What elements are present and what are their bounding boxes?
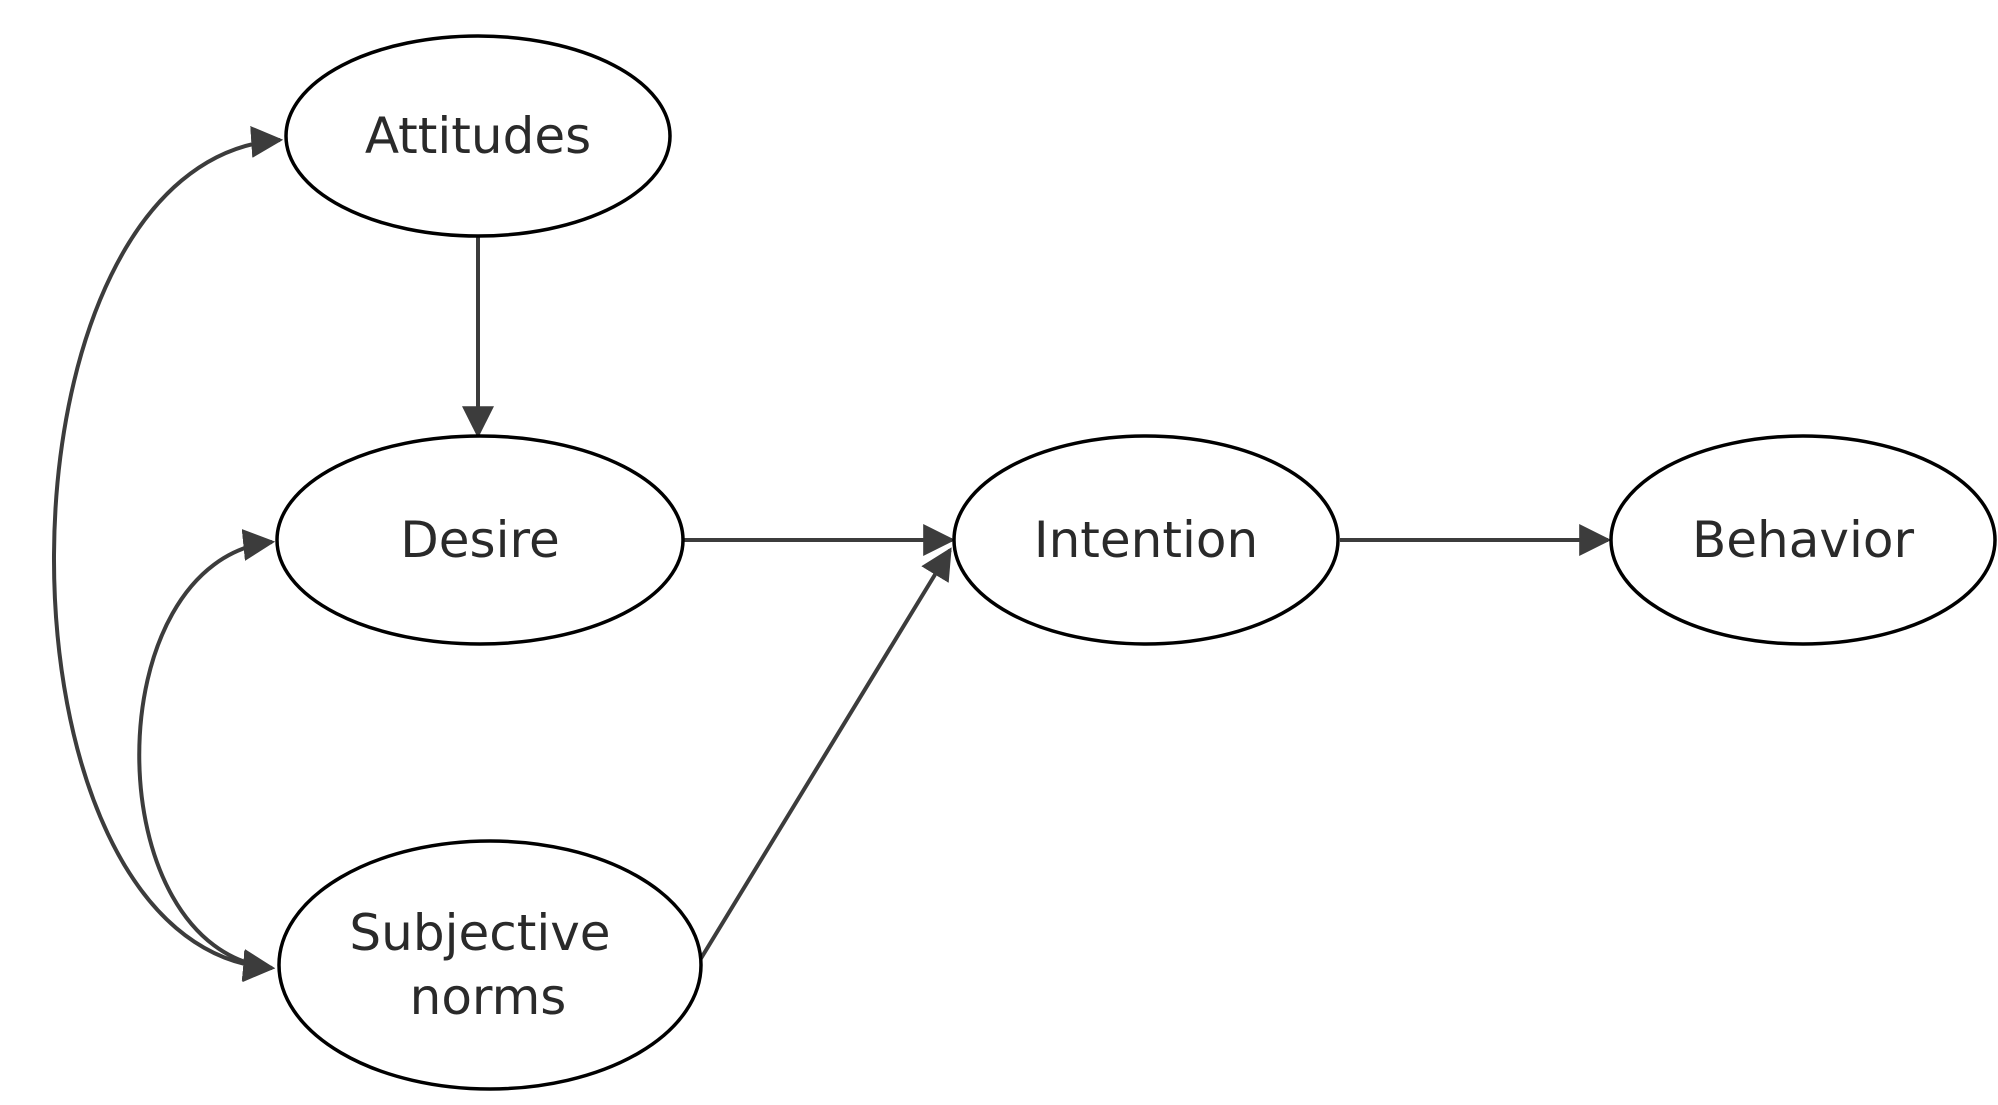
- node-behavior-shape: [1609, 434, 1997, 646]
- node-attitudes-label: Attitudes: [365, 107, 591, 165]
- node-desire-label: Desire: [400, 511, 559, 569]
- node-intention-label: Intention: [1034, 511, 1258, 569]
- node-desire: Desire: [275, 434, 685, 646]
- node-subjective-norms-label-line2: norms: [410, 968, 567, 1026]
- node-intention-shape: [952, 434, 1340, 646]
- correlation-attitudes-subjective-norms: [52, 126, 284, 983]
- node-behavior: Behavior: [1609, 434, 1997, 646]
- node-intention: Intention: [952, 434, 1340, 646]
- correlation-desire-subjective-norms: [137, 529, 276, 981]
- node-subjective-norms: Subjective norms: [277, 839, 703, 1091]
- node-desire-shape: [275, 434, 685, 646]
- node-attitudes: Attitudes: [284, 34, 672, 238]
- node-subjective-norms-shape: [277, 839, 703, 1091]
- node-attitudes-shape: [284, 34, 672, 238]
- edges: [52, 126, 1612, 983]
- node-behavior-label: Behavior: [1692, 511, 1914, 569]
- node-subjective-norms-label: Subjective: [349, 904, 610, 962]
- arrow-subjective-norms-to-intention: [698, 547, 952, 962]
- nodes: Attitudes Desire Subjective norms Intent…: [275, 34, 1997, 1091]
